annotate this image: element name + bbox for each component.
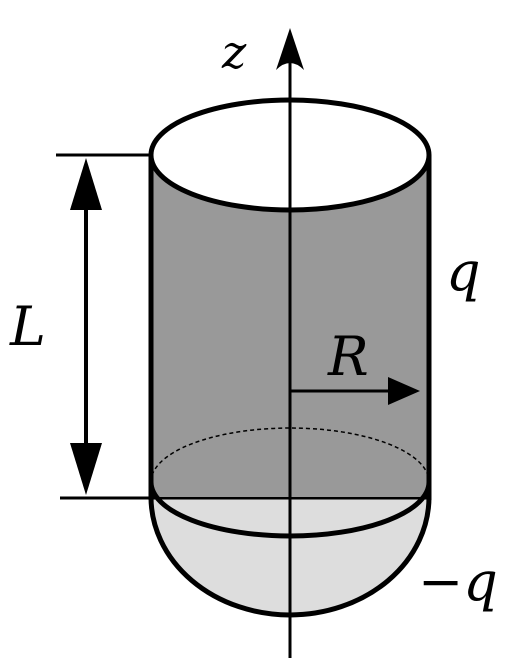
axis-label-z: z <box>221 25 247 79</box>
radius-label: R <box>327 325 369 388</box>
cylinder-charge-label: q <box>446 240 481 303</box>
length-arrowhead-top <box>70 158 102 210</box>
hemisphere-charge-label: −q <box>418 550 498 613</box>
bottom-ellipse-back-edge <box>150 427 430 483</box>
radius-arrowhead <box>388 377 420 405</box>
length-label: L <box>9 295 46 358</box>
z-axis-arrowhead <box>276 28 304 70</box>
length-arrowhead-bottom <box>70 443 102 495</box>
